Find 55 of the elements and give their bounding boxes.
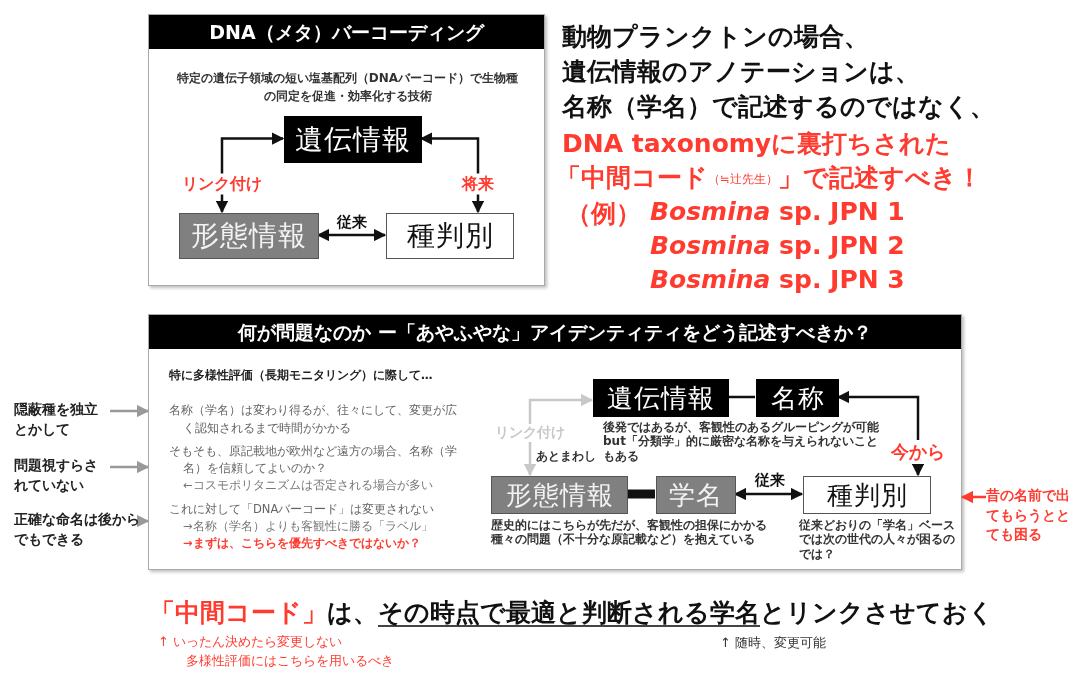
panel-text: →名称（学名）よりも客観性に勝る「ラベル」 xyxy=(183,517,433,535)
footnote-text: 多様性評価にはこちらを用いるべき xyxy=(186,652,394,670)
shaded-box: 学名 xyxy=(656,476,736,514)
panel-text: →まずは、こちらを優先すべきではないか？ xyxy=(183,535,421,552)
panel-text: 特に多様性評価（長期モニタリング）に際して… xyxy=(169,367,433,384)
statement-text: 名称（学名）で記述するのではなく、 xyxy=(562,91,995,123)
arrow xyxy=(110,404,150,418)
panel-text: 特定の遺伝子領域の短い塩基配列（DNAバーコード）で生物種の同定を促進・効率化する技術 xyxy=(175,70,520,105)
panel-header: 何が問題なのか ー「あやふやな」アイデンティティをどう記述すべきか？ xyxy=(149,315,961,349)
edge-label: 将来 xyxy=(460,173,496,195)
annotation-text: 歴史的にはこちらが先だが、客観性の担保にかかる種々の問題（不十分な原記載など）を抱えている xyxy=(491,518,768,547)
arrow xyxy=(110,460,150,474)
edge-label: 従来 xyxy=(753,470,787,490)
statement-text: Bosmina sp. JPN 3 xyxy=(650,265,905,294)
panel-text: そもそも、原記載地が欧州など遠方の場合、名称（学名）を信頼してよいのか？ xyxy=(169,442,458,477)
arrow xyxy=(960,490,986,504)
statement-text: 遺伝情報のアノテーションは、 xyxy=(562,56,920,88)
side-note: 隠蔽種を独立とかして xyxy=(14,400,110,440)
shaded-box: 形態情報 xyxy=(179,213,319,259)
outline-box: 種判別 xyxy=(386,213,514,259)
note-text: あとまわし xyxy=(536,448,596,465)
panel-header: DNA（メタ）バーコーディング xyxy=(149,15,544,49)
statement-text: Bosmina sp. JPN 2 xyxy=(650,231,905,260)
edge-label: 従来 xyxy=(335,212,369,232)
conclusion-text: は、 xyxy=(327,597,378,629)
footnote-text: ↑ いったん決めたら変更しない xyxy=(158,633,343,651)
panel-text: ←コスモポリタニズムは否定される場合が多い xyxy=(183,477,433,495)
slide-panel xyxy=(148,14,545,286)
side-note: 正確な命名は後からでもできる xyxy=(14,510,140,550)
shaded-box: 形態情報 xyxy=(491,476,628,514)
statement-text: DNA taxonomyに裏打ちされた xyxy=(562,128,952,160)
filled-box: 名称 xyxy=(756,379,839,417)
footnote-text: ↑ 随時、変更可能 xyxy=(720,634,827,652)
annotation-text: 従来どおりの「学名」ベースでは次の世代の人々が困るのでは？ xyxy=(799,518,956,562)
slide-panel xyxy=(148,314,962,570)
arrow xyxy=(316,228,387,242)
statement-text: 動物プランクトンの場合、 xyxy=(562,21,869,53)
conclusion-text: 「中間コード」 xyxy=(150,597,327,629)
filled-box: 遺伝情報 xyxy=(284,116,422,163)
statement-text: （例） xyxy=(566,198,641,230)
side-note: 問題視すらされていない xyxy=(14,456,110,496)
filled-box: 遺伝情報 xyxy=(593,379,729,417)
statement-text: Bosmina sp. JPN 1 xyxy=(650,197,905,226)
panel-text: これに対して「DNAバーコード」は変更されない xyxy=(169,500,436,518)
panel-text: 名称（学名）は変わり得るが、往々にして、変更が広く認知されるまで時間がかかる xyxy=(169,402,458,437)
arrow xyxy=(733,487,804,501)
conclusion-text: その時点で最適と判断される学名 xyxy=(378,597,760,629)
connector-line xyxy=(627,489,655,499)
arrow xyxy=(523,393,594,477)
outline-box: 種判別 xyxy=(803,476,931,514)
annotation-text: 後発ではあるが、客観性のあるグルーピングが可能 but「分類学」的に厳密な名称を与えられないこともある xyxy=(603,420,880,464)
connector-line xyxy=(728,395,755,399)
side-note: 昔の名前で出てもらうととても困る xyxy=(986,486,1078,545)
conclusion-text: とリンクさせておく xyxy=(760,597,994,629)
arrow xyxy=(136,514,150,528)
